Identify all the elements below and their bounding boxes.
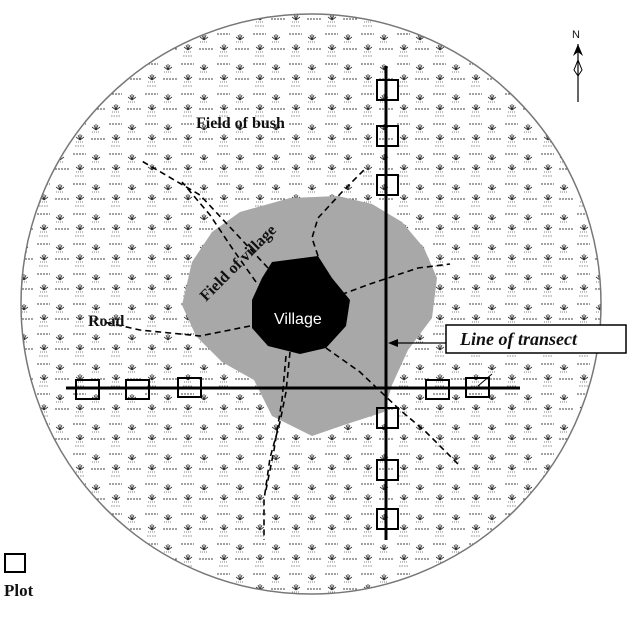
road-southeast bbox=[325, 347, 459, 465]
road-label: Road bbox=[88, 313, 125, 330]
road-south-2 bbox=[265, 355, 287, 491]
plot-square-icon bbox=[376, 125, 399, 147]
plot-square-icon bbox=[376, 459, 399, 481]
road-east bbox=[331, 263, 451, 299]
legend-plot-label: Plot bbox=[4, 581, 34, 600]
road-northwest bbox=[139, 159, 269, 269]
plot-square-icon bbox=[376, 508, 399, 530]
plots bbox=[75, 79, 490, 530]
road-north bbox=[311, 167, 367, 257]
road-west bbox=[103, 321, 251, 337]
village-label: Village bbox=[274, 311, 322, 328]
north-label: N bbox=[572, 29, 580, 41]
line-of-transect-label: Line of transect bbox=[459, 329, 578, 349]
plot-square-icon bbox=[75, 379, 100, 400]
plot-square-icon bbox=[376, 174, 399, 196]
transect-callout-box bbox=[445, 324, 627, 354]
plot-square-icon bbox=[465, 377, 490, 398]
north-arrow-icon: N bbox=[572, 29, 583, 102]
plot-square-icon bbox=[376, 407, 399, 429]
east-plot-leader bbox=[477, 373, 493, 387]
roads bbox=[103, 159, 459, 540]
plot-square-icon bbox=[125, 379, 150, 400]
road-northwest-2 bbox=[181, 181, 257, 283]
road-south bbox=[263, 351, 291, 540]
plot-square-icon bbox=[376, 79, 399, 101]
transect-callout-arrowhead bbox=[388, 339, 398, 347]
legend-plot-square-icon bbox=[4, 553, 26, 573]
village-core bbox=[252, 256, 350, 354]
plot-square-icon bbox=[425, 379, 450, 400]
plot-square-icon bbox=[177, 377, 202, 398]
field-of-bush-label: Field of bush bbox=[196, 115, 285, 132]
